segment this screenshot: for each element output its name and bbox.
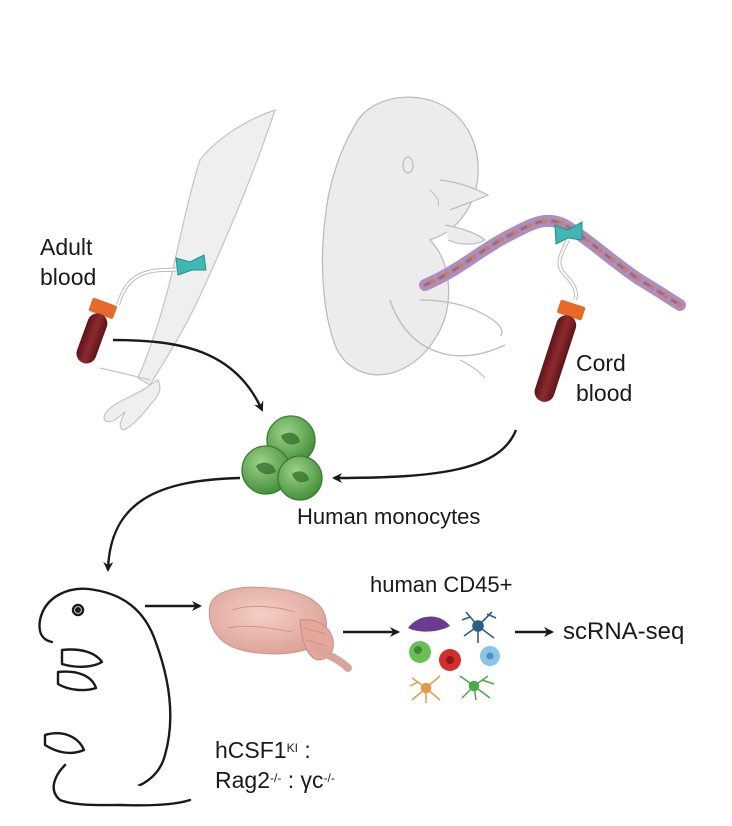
genotype-gammac: : γc — [281, 767, 324, 793]
cell-purple-icon — [408, 616, 450, 632]
immune-cell-icons — [408, 611, 500, 703]
blood-tube-icon-adult — [76, 297, 117, 364]
genotype-line1: hCSF1KI : — [215, 735, 335, 765]
genotype-separator-1: : — [297, 737, 311, 763]
genotype-line2: Rag2-/- : γc-/- — [215, 765, 335, 795]
genotype-ki-superscript: KI — [286, 741, 298, 755]
brain-icon — [208, 586, 352, 672]
arrow-monocytes-to-mouse — [103, 476, 241, 572]
blood-tube-icon-cord — [534, 299, 586, 402]
arrow-adult-to-monocytes — [112, 338, 264, 412]
human-monocytes-label: Human monocytes — [297, 504, 481, 529]
cell-green-branched-icon — [459, 675, 495, 701]
cord-blood-label-line2: blood — [576, 380, 633, 406]
genotype-rag2-superscript: -/- — [269, 771, 282, 785]
arm-illustration — [99, 109, 276, 431]
mouse-pup-illustration — [38, 587, 192, 807]
monocyte-cluster-icon — [241, 415, 323, 501]
scrna-seq-label: scRNA-seq — [563, 618, 685, 645]
fetus-illustration — [321, 96, 506, 379]
mouse-genotype-label: hCSF1KI : Rag2-/- : γc-/- — [215, 735, 335, 795]
adult-blood-label: Adult blood — [40, 232, 96, 292]
human-cd45-label: human CD45+ — [370, 572, 513, 597]
cell-microglia-blue-icon — [461, 611, 497, 643]
arrow-cord-to-monocytes — [332, 429, 518, 483]
adult-blood-label-line2: blood — [40, 264, 97, 290]
arm-needle-icon — [116, 254, 207, 306]
genotype-rag2: Rag2 — [215, 767, 270, 793]
flow-arrows — [103, 338, 554, 637]
umbilical-cord-illustration — [419, 214, 686, 311]
cell-orange-branched-icon — [409, 675, 441, 703]
adult-blood-label-line1: Adult — [40, 234, 93, 260]
genotype-hcsf1: hCSF1 — [215, 737, 287, 763]
genotype-gammac-superscript: -/- — [323, 771, 335, 785]
cord-blood-label: Cord blood — [576, 348, 632, 408]
cord-blood-label-line1: Cord — [576, 350, 626, 376]
